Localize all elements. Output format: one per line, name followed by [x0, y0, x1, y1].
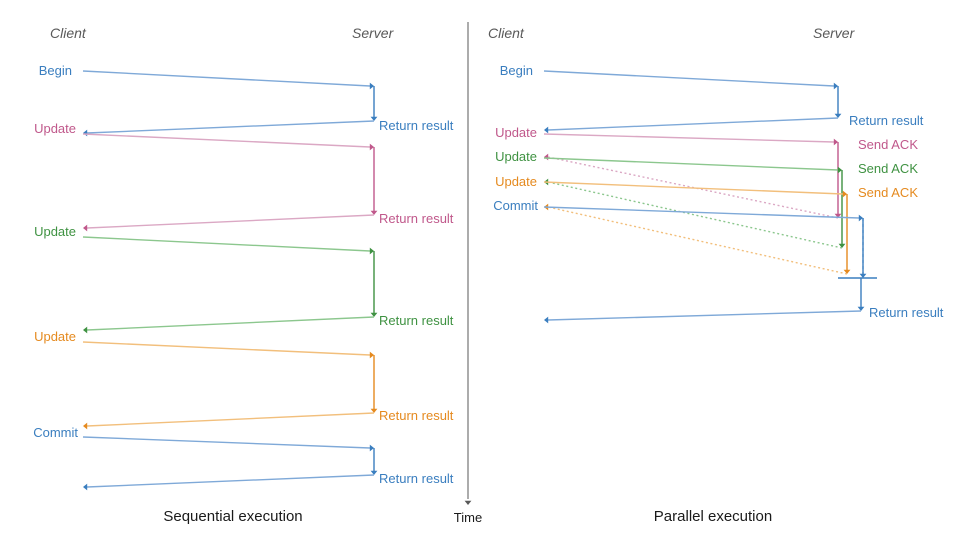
request-label: Update: [495, 149, 537, 164]
request-label: Update: [495, 174, 537, 189]
request-arrow-line: [543, 157, 839, 171]
response-arrowhead: [83, 129, 88, 137]
server-bar-arrowhead: [370, 408, 378, 413]
ack-arrow-line: [547, 206, 848, 275]
lane-label-client: Client: [50, 25, 87, 41]
response-label: Return result: [379, 408, 454, 423]
response-arrow-line: [86, 214, 375, 229]
response-arrowhead: [83, 483, 88, 491]
response-arrow-line: [547, 310, 862, 321]
response-label: Return result: [379, 471, 454, 486]
ack-arrowhead: [544, 153, 549, 161]
server-bar-arrowhead: [370, 470, 378, 475]
request-label: Commit: [33, 425, 78, 440]
time-axis-label: Time: [454, 510, 482, 525]
request-arrowhead: [369, 444, 374, 452]
response-arrowhead: [83, 224, 88, 232]
response-arrow-line: [86, 474, 375, 488]
request-arrowhead: [837, 166, 842, 174]
response-label: Return result: [379, 118, 454, 133]
server-bar-arrowhead: [834, 213, 842, 218]
server-bar-arrowhead: [834, 113, 842, 118]
request-label: Update: [34, 121, 76, 136]
request-arrow-line: [543, 133, 835, 143]
server-bar-arrowhead: [843, 269, 851, 274]
request-arrowhead: [858, 214, 863, 222]
request-arrowhead: [833, 82, 838, 90]
request-arrow-line: [82, 436, 371, 449]
request-arrow-line: [543, 206, 860, 219]
response-label: Send ACK: [858, 137, 918, 152]
request-label: Update: [34, 329, 76, 344]
commit-bar-arrowhead: [857, 306, 865, 311]
response-label: Return result: [869, 305, 944, 320]
server-bar-arrowhead: [859, 273, 867, 278]
panel-caption: Sequential execution: [163, 508, 302, 525]
response-label: Return result: [379, 211, 454, 226]
server-bar-arrowhead: [370, 210, 378, 215]
response-arrow-line: [86, 316, 375, 331]
request-arrowhead: [369, 247, 374, 255]
request-arrowhead: [369, 143, 374, 151]
response-label: Return result: [849, 113, 924, 128]
request-arrowhead: [369, 82, 374, 90]
request-label: Update: [34, 224, 76, 239]
response-arrow-line: [86, 412, 375, 427]
panel-caption: Parallel execution: [654, 508, 772, 525]
response-arrow-line: [547, 117, 839, 131]
request-arrow-line: [82, 133, 371, 148]
request-label: Begin: [39, 63, 72, 78]
time-axis-arrowhead: [464, 500, 472, 505]
server-bar-arrowhead: [838, 243, 846, 248]
request-arrow-line: [82, 341, 371, 356]
request-arrowhead: [833, 138, 838, 146]
lane-label-server: Server: [813, 25, 856, 41]
request-arrowhead: [842, 190, 847, 198]
request-label: Update: [495, 125, 537, 140]
request-arrow-line: [543, 70, 835, 87]
request-arrowhead: [369, 351, 374, 359]
response-label: Return result: [379, 313, 454, 328]
request-arrow-line: [82, 236, 371, 252]
response-arrowhead: [83, 326, 88, 334]
response-label: Send ACK: [858, 185, 918, 200]
response-arrowhead: [83, 422, 88, 430]
response-arrow-line: [86, 120, 375, 134]
request-arrow-line: [543, 181, 844, 195]
request-label: Begin: [500, 63, 533, 78]
request-arrow-line: [82, 70, 371, 87]
lane-label-client: Client: [488, 25, 525, 41]
response-arrowhead: [544, 126, 549, 134]
server-bar-arrowhead: [370, 312, 378, 317]
response-arrowhead: [544, 316, 549, 324]
lane-label-server: Server: [352, 25, 395, 41]
server-bar-arrowhead: [370, 116, 378, 121]
response-label: Send ACK: [858, 161, 918, 176]
request-label: Commit: [493, 198, 538, 213]
